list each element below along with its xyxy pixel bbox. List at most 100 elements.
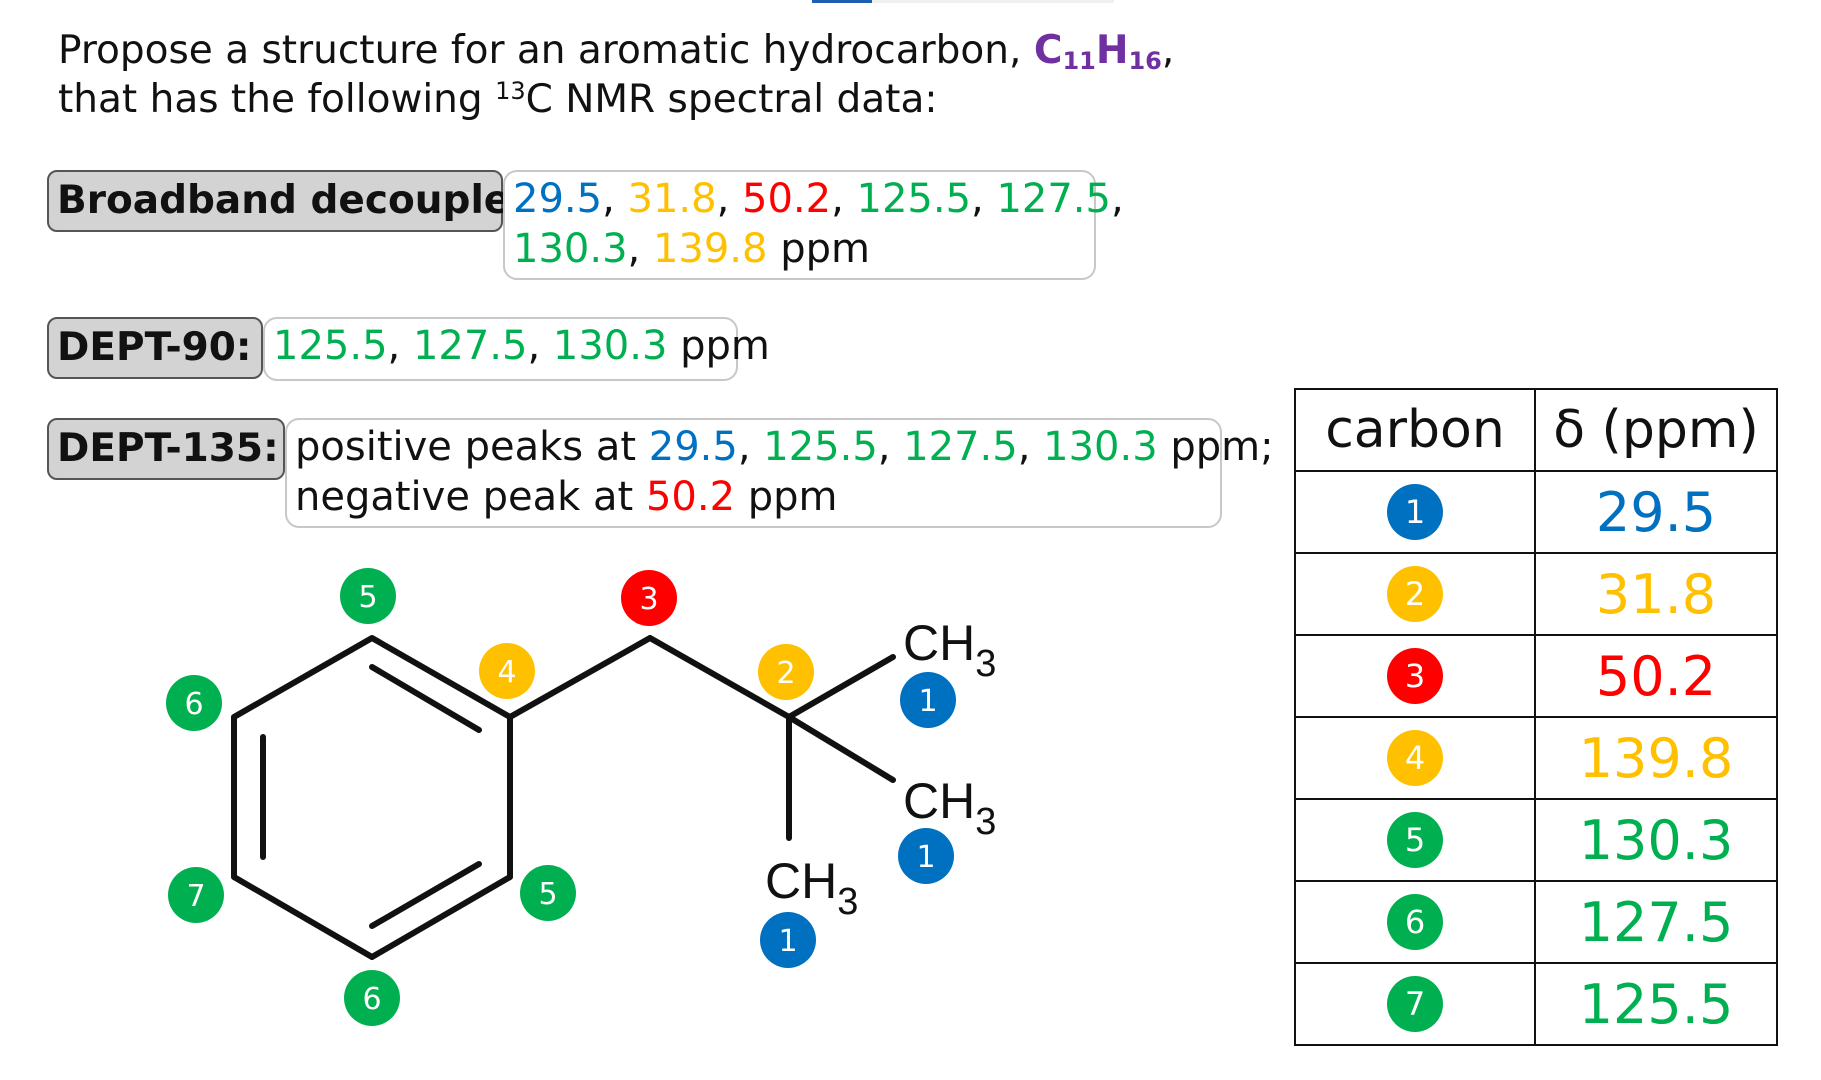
broadband-values-line-2: 130.3, 139.8 ppm [513, 226, 870, 272]
broadband-unit: ppm [780, 226, 870, 272]
svg-text:6: 6 [362, 982, 381, 1017]
dept135-label: DEPT-135: [47, 418, 285, 480]
marker-5-top: 5 [340, 568, 396, 624]
question-line-2-suffix: C NMR spectral data: [525, 77, 938, 122]
shift-value: 130.3 [1534, 798, 1778, 882]
dept135-negative-unit: ppm [747, 474, 838, 520]
isotope-superscript: 13 [495, 77, 526, 105]
table-row: 2 31.8 [1294, 552, 1778, 636]
dept135-negative-value: 50.2 [645, 474, 736, 520]
table-header-row: carbon δ (ppm) [1294, 388, 1778, 472]
svg-text:3: 3 [639, 582, 658, 617]
table-row: 4 139.8 [1294, 716, 1778, 800]
carbon-marker: 6 [1387, 894, 1443, 950]
table-row: 5 130.3 [1294, 798, 1778, 882]
bond-to-ch3-top [786, 654, 896, 720]
broadband-value-6: 130.3 [513, 226, 628, 272]
marker-1-bottom: 1 [760, 912, 816, 968]
dept135-positive-value-4: 130.3 [1043, 424, 1158, 470]
molecular-formula: C11H16 [1034, 28, 1162, 73]
formula-hydrogen: H [1095, 28, 1129, 73]
carbon-marker: 7 [1387, 976, 1443, 1032]
svg-text:5: 5 [358, 580, 377, 615]
dept135-positive-line: positive peaks at 29.5, 125.5, 127.5, 13… [295, 424, 1274, 470]
dept90-values: 125.5, 127.5, 130.3 ppm [263, 317, 770, 381]
table-row: 1 29.5 [1294, 470, 1778, 554]
dept135-positive-value-1: 29.5 [648, 424, 738, 470]
svg-text:7: 7 [186, 879, 205, 914]
bond-to-ch3-mid [786, 714, 896, 783]
dept90-value-1: 125.5 [273, 323, 388, 369]
dept90-value-2: 127.5 [412, 323, 528, 369]
broadband-value-5: 127.5 [996, 176, 1111, 222]
header-carbon: carbon [1294, 388, 1536, 472]
marker-1-top: 1 [900, 672, 956, 728]
dept135-negative-line: negative peak at 50.2 ppm [295, 472, 1212, 522]
svg-text:1: 1 [918, 684, 937, 719]
table-row: 3 50.2 [1294, 634, 1778, 718]
marker-7: 7 [168, 867, 224, 923]
marker-3: 3 [621, 570, 677, 626]
dept90-label: DEPT-90: [47, 317, 263, 379]
shift-value: 127.5 [1534, 880, 1778, 964]
broadband-value-7: 139.8 [652, 226, 768, 272]
question-text: Propose a structure for an aromatic hydr… [58, 26, 1174, 124]
bond-ch2-quaternary [647, 635, 792, 720]
ch3-mid-label: CH3 [903, 773, 996, 843]
dept135-positive-value-3: 127.5 [903, 424, 1018, 470]
carbon-marker: 2 [1387, 566, 1443, 622]
broadband-label: Broadband decoupled: [47, 170, 554, 232]
carbon-marker: 3 [1387, 648, 1443, 704]
chemical-shift-table: carbon δ (ppm) 1 29.5 2 31.8 3 50.2 4 13… [1294, 388, 1778, 1046]
molecule-bonds [231, 635, 896, 960]
ring-double-bond-2 [369, 861, 482, 929]
top-edge-bar [812, 0, 1114, 3]
svg-text:1: 1 [778, 924, 797, 959]
broadband-value-3: 50.2 [742, 176, 832, 222]
marker-6-left: 6 [166, 675, 222, 731]
marker-5-right: 5 [520, 865, 576, 921]
question-line-2-text: that has the following [58, 77, 496, 122]
table-row: 7 125.5 [1294, 962, 1778, 1046]
shift-value: 50.2 [1534, 634, 1778, 718]
marker-1-mid: 1 [898, 828, 954, 884]
shift-value: 29.5 [1534, 470, 1778, 554]
ch3-bottom-label: CH3 [765, 853, 858, 923]
question-line-1-text: Propose a structure for an aromatic hydr… [58, 28, 1034, 73]
dept90-value-3: 130.3 [552, 323, 668, 369]
bond-ring-ch2 [507, 635, 653, 720]
question-line-1: Propose a structure for an aromatic hydr… [58, 26, 1174, 75]
shift-value: 31.8 [1534, 552, 1778, 636]
ring-double-bond-1 [369, 664, 482, 733]
broadband-value-4: 125.5 [856, 176, 972, 222]
shift-value: 139.8 [1534, 716, 1778, 800]
formula-hydrogen-count: 16 [1128, 47, 1162, 75]
svg-text:1: 1 [916, 840, 935, 875]
marker-2: 2 [758, 644, 814, 700]
formula-carbon-count: 11 [1062, 47, 1096, 75]
svg-text:5: 5 [538, 877, 557, 912]
svg-text:4: 4 [497, 655, 516, 690]
marker-6-bottom: 6 [344, 970, 400, 1026]
table-row: 6 127.5 [1294, 880, 1778, 964]
dept135-positive-value-2: 125.5 [763, 424, 878, 470]
broadband-value-2: 31.8 [627, 176, 717, 222]
svg-text:2: 2 [776, 656, 795, 691]
marker-4: 4 [479, 643, 535, 699]
top-edge-accent [812, 0, 872, 3]
carbon-marker: 4 [1387, 730, 1443, 786]
dept135-positive-text: positive peaks at [295, 424, 649, 470]
broadband-value-1: 29.5 [513, 176, 603, 222]
question-line-1-comma: , [1161, 28, 1175, 73]
shift-value: 125.5 [1534, 962, 1778, 1046]
svg-text:6: 6 [184, 687, 203, 722]
benzene-ring [231, 635, 513, 960]
formula-carbon: C [1033, 28, 1063, 73]
dept135-negative-text: negative peak at [295, 474, 646, 520]
carbon-marker: 5 [1387, 812, 1443, 868]
header-shift: δ (ppm) [1534, 388, 1778, 472]
question-line-2: that has the following 13C NMR spectral … [58, 75, 1174, 124]
dept90-unit: ppm [680, 323, 770, 369]
carbon-marker: 1 [1387, 484, 1443, 540]
